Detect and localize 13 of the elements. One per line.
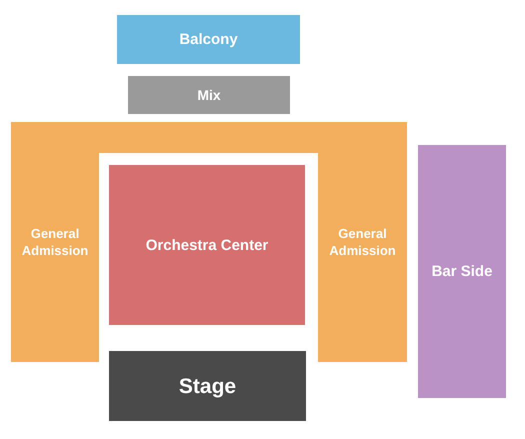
balcony-section	[117, 15, 300, 64]
bar-section	[418, 145, 506, 398]
mix-section	[128, 76, 290, 114]
section-label: General Admission	[20, 225, 90, 259]
orchestra-section	[109, 165, 305, 325]
section-label: Mix	[196, 86, 222, 104]
section-label: Balcony	[178, 30, 239, 49]
section-label: Stage	[178, 376, 238, 396]
section-label: Orchestra Center	[144, 236, 270, 254]
section-label: General Admission	[328, 225, 397, 259]
stage	[109, 351, 306, 421]
general-admission-section	[11, 122, 407, 362]
section-label: Bar Side	[430, 262, 494, 281]
